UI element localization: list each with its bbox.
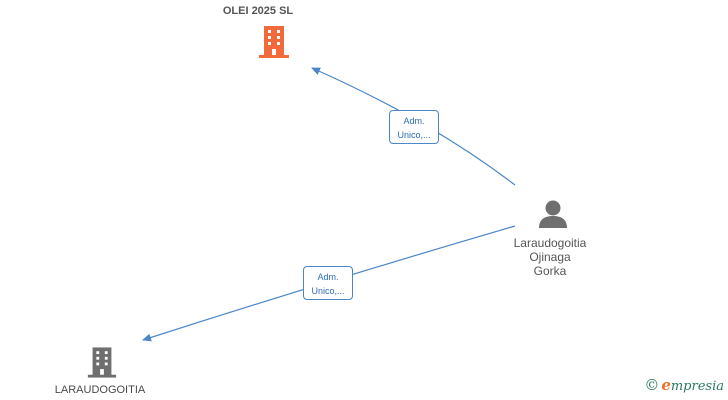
person-name-line: Laraudogoitia: [513, 236, 587, 250]
person-name-line: Ojinaga: [529, 250, 571, 264]
company-name-laraudogoitia[interactable]: LARAUDOGOITIA: [54, 384, 146, 396]
company-name-olei[interactable]: OLEI 2025 SL: [222, 5, 294, 17]
brand-rest: mpresia: [670, 379, 724, 394]
person-name-line: Gorka: [533, 264, 567, 278]
brand-first-letter: e: [661, 376, 671, 394]
person-name[interactable]: Laraudogoitia Ojinaga Gorka: [495, 236, 605, 278]
edge-role-line: Adm.: [403, 116, 425, 126]
building-icon[interactable]: [257, 24, 291, 60]
edge-role-line: Unico,...: [311, 286, 345, 296]
building-icon[interactable]: [86, 345, 118, 380]
edge-label-box[interactable]: Adm. Unico,...: [389, 110, 439, 144]
copyright-icon: ©: [644, 376, 660, 394]
edge-role-line: Adm.: [317, 272, 339, 282]
empresia-logo: ©empresia: [644, 376, 724, 394]
edge-role-line: Unico,...: [397, 130, 431, 140]
edge-label-box[interactable]: Adm. Unico,...: [303, 266, 353, 300]
person-icon[interactable]: [537, 199, 569, 229]
